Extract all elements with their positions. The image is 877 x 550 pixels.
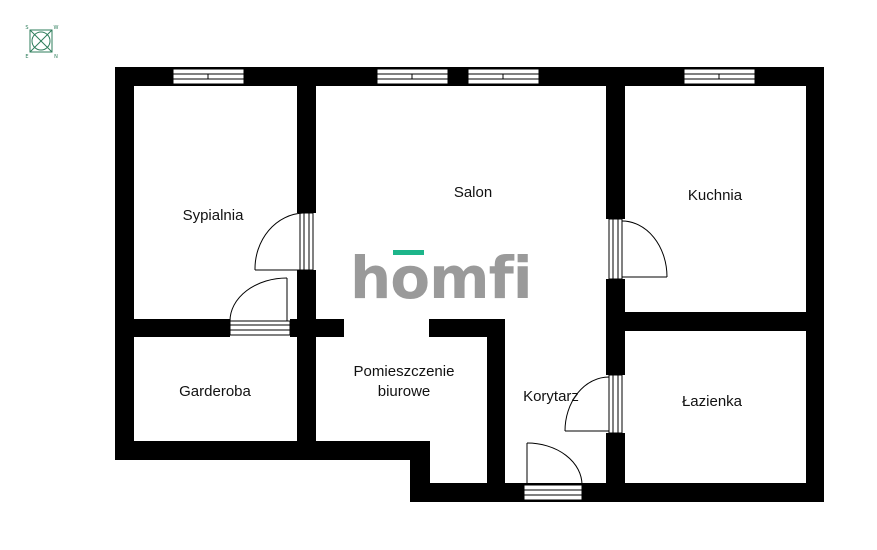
compass-label-n: N	[54, 54, 58, 60]
wall-bedroom-garderoba-right	[290, 319, 344, 337]
wall-kitchen-bathroom	[606, 312, 824, 331]
homfi-logo: homfi	[350, 244, 533, 312]
wall-bathroom-lower	[606, 433, 625, 502]
wall-right	[806, 67, 824, 502]
room-label-korytarz: Korytarz	[523, 388, 579, 405]
compass-label-s: S	[25, 25, 28, 31]
door-entrance	[523, 442, 583, 501]
compass-label-e: E	[25, 54, 28, 60]
room-label-sypialnia: Sypialnia	[183, 207, 245, 224]
window-salon-right	[467, 68, 540, 85]
door-bedroom-salon	[254, 212, 314, 271]
room-label-pomieszczenie-line2: biurowe	[378, 383, 431, 400]
window-salon-left	[376, 68, 449, 85]
wall-bedroom-salon-upper	[297, 67, 316, 213]
logo-accent-bar	[393, 250, 424, 255]
room-label-salon: Salon	[454, 184, 492, 201]
wall-kitchen-upper	[606, 67, 625, 219]
wall-bottom-left	[115, 441, 430, 460]
window-bedroom	[172, 68, 245, 85]
logo-text: homfi	[350, 244, 532, 312]
wall-bedroom-salon-lower	[297, 270, 316, 460]
wall-office-top	[429, 319, 505, 337]
door-kitchen	[608, 218, 668, 280]
room-label-lazienka: Łazienka	[682, 393, 743, 410]
wall-bedroom-garderoba-left	[115, 319, 230, 337]
window-kitchen	[683, 68, 756, 85]
compass-icon: S W E N	[25, 25, 58, 60]
room-label-garderoba: Garderoba	[179, 383, 251, 400]
compass-label-w: W	[54, 25, 59, 31]
room-label-pomieszczenie-line1: Pomieszczenie	[354, 363, 455, 380]
door-bedroom-garderoba	[229, 277, 291, 336]
room-label-kuchnia: Kuchnia	[688, 187, 743, 204]
wall-left	[115, 67, 134, 460]
wall-office-right	[487, 319, 505, 499]
room-labels: Sypialnia Salon Kuchnia Garderoba Pomies…	[179, 184, 743, 410]
windows	[172, 68, 756, 85]
door-bathroom	[564, 374, 623, 434]
doors	[229, 212, 668, 501]
walls	[115, 67, 824, 502]
